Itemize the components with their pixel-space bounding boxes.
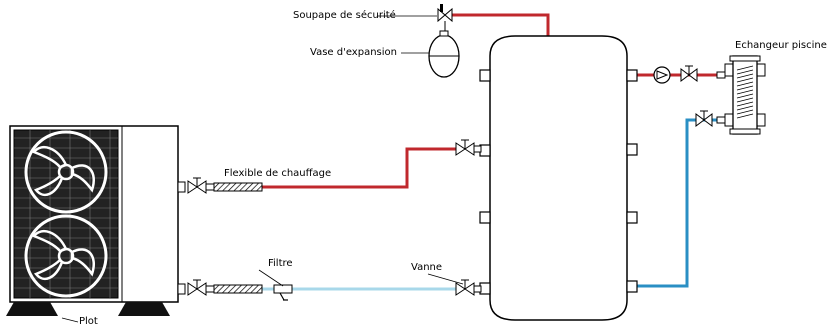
buffer-tank [479,35,638,321]
gate-valve-icon [455,139,475,156]
gate-valve-icon [187,279,207,296]
leader-filter [258,269,284,287]
circulator-pump-icon [653,66,671,84]
plate-heat-exchanger-icon [724,55,766,135]
plot-foot-left [6,302,58,316]
expansion-vessel-icon [428,30,460,78]
plot-foot-right [118,302,170,316]
leader-plot [61,317,79,323]
tank-port [626,143,638,156]
label-foot: Plot [79,316,98,327]
tank-port [626,69,638,82]
fitting [473,145,482,153]
label-pool-exchanger: Echangeur piscine [735,40,827,51]
safety-valve-pipe [452,13,550,40]
filter-icon [273,284,293,301]
flexible-hose-icon [213,284,263,294]
heat-pump-inlet [177,283,186,295]
heat-pump-unit [6,125,186,316]
tank-port [626,211,638,224]
gate-valve-icon [680,65,698,82]
gate-valve-icon [455,279,475,296]
fitting [473,285,482,293]
tank-port [479,69,491,82]
gate-valve-icon [695,110,713,127]
label-heating-hose: Flexible de chauffage [224,168,332,179]
heat-pump-fan-icon [24,214,108,298]
heat-pump-fan-icon [24,130,108,214]
label-expansion-vessel: Vase d'expansion [310,47,397,58]
flexible-hose-icon [213,182,263,192]
tank-port [479,211,491,224]
fitting [205,183,215,191]
pool-return-pipe [631,118,732,288]
leader-vanne [427,273,464,285]
fitting [205,285,215,293]
label-filter: Filtre [268,258,293,269]
tank-port [626,280,638,293]
hot-supply-pipe [262,147,460,189]
fitting [716,116,726,124]
safety-valve-icon [437,4,453,26]
label-safety-valve: Soupape de sécurité [293,10,396,21]
label-valve: Vanne [411,262,443,273]
heat-pump-outlet [177,181,186,193]
fitting [716,71,726,79]
gate-valve-icon [187,177,207,194]
